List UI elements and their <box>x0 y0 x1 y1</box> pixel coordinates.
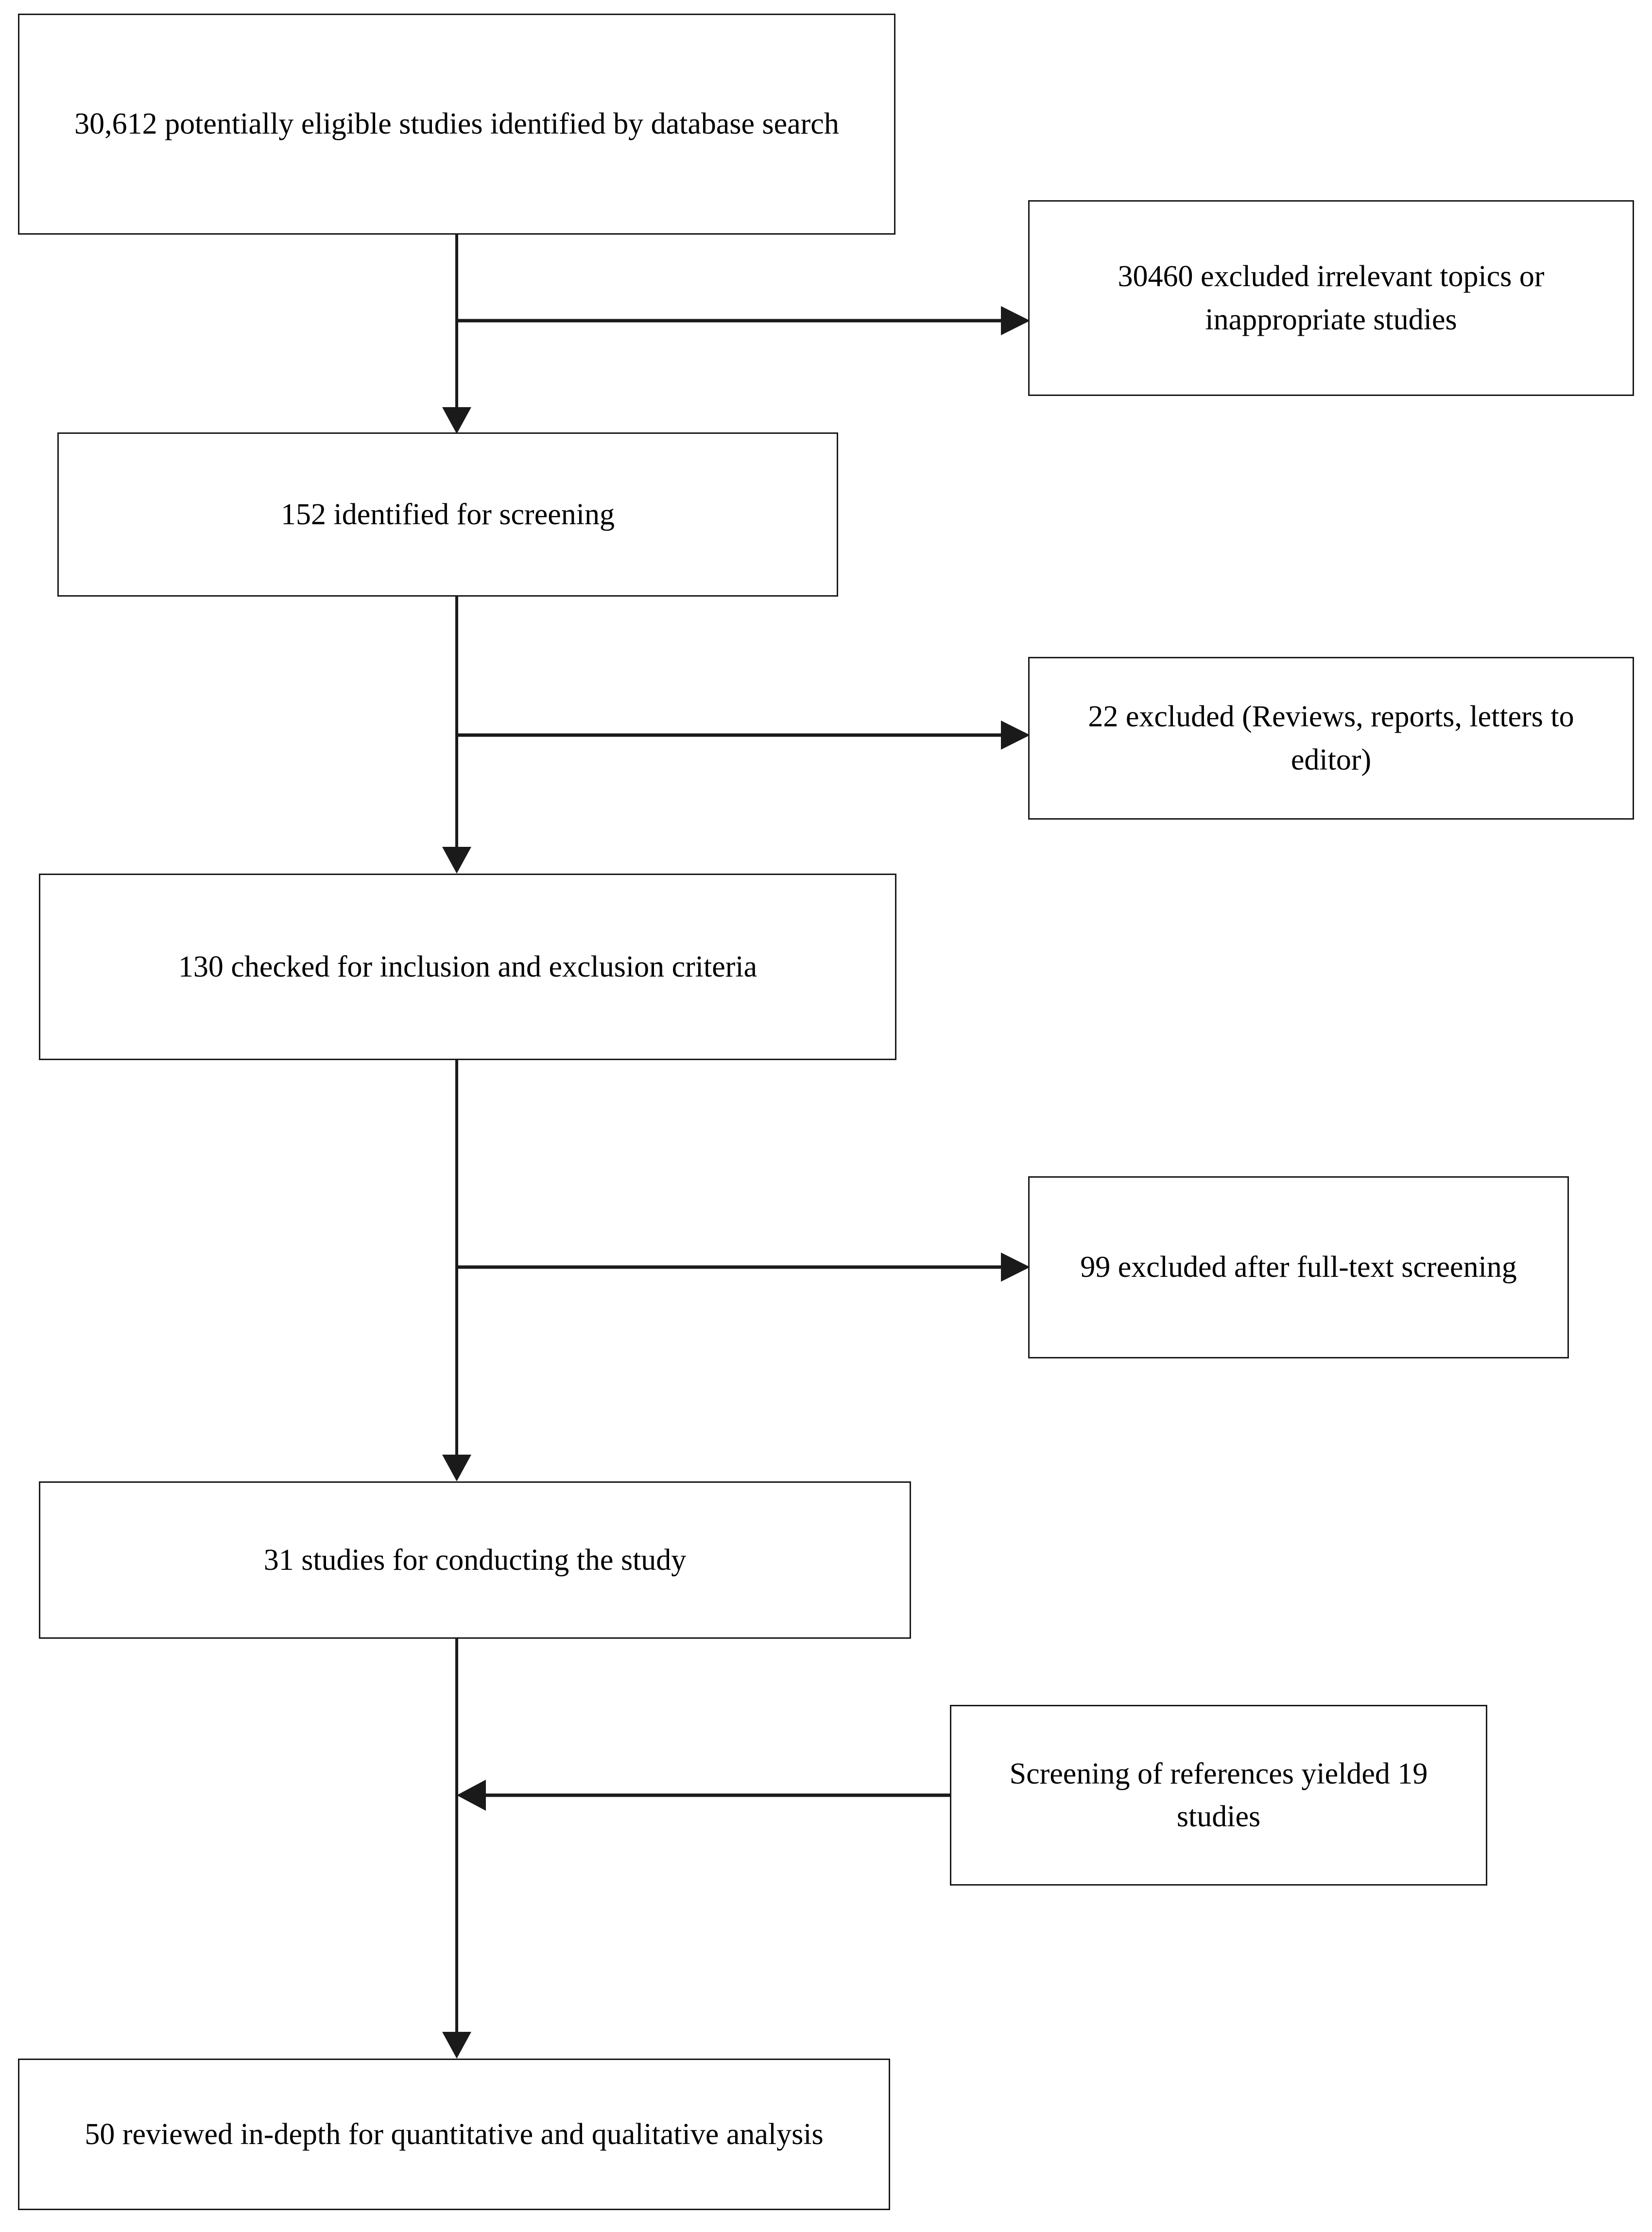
node-excluded-reviews-label: 22 excluded (Reviews, reports, letters t… <box>1088 700 1574 776</box>
node-screening[interactable]: 152 identified for screening <box>57 432 838 597</box>
node-reference-screening-label: Screening of references yielded 19 studi… <box>1009 1757 1428 1833</box>
node-identified[interactable]: 30,612 potentially eligible studies iden… <box>18 14 895 235</box>
node-conducting[interactable]: 31 studies for conducting the study <box>39 1481 911 1639</box>
edge-screening-to-excluded-reviews <box>457 721 1030 750</box>
node-identified-label: 30,612 potentially eligible studies iden… <box>74 107 839 141</box>
node-excluded-reviews[interactable]: 22 excluded (Reviews, reports, letters t… <box>1028 657 1634 820</box>
node-excluded-irrelevant-label: 30460 excluded irrelevant topics or inap… <box>1118 260 1545 336</box>
node-final-review[interactable]: 50 reviewed in-depth for quantitative an… <box>18 2059 890 2210</box>
node-criteria-check-label: 130 checked for inclusion and exclusion … <box>178 950 757 983</box>
node-excluded-irrelevant[interactable]: 30460 excluded irrelevant topics or inap… <box>1028 200 1634 396</box>
edge-identified-to-screening <box>442 235 471 434</box>
node-criteria-check[interactable]: 130 checked for inclusion and exclusion … <box>39 874 896 1060</box>
edge-identified-to-excluded-irrelevant <box>457 306 1030 335</box>
edge-conducting-to-final <box>442 1639 471 2059</box>
node-excluded-fulltext-label: 99 excluded after full-text screening <box>1080 1251 1517 1284</box>
node-screening-label: 152 identified for screening <box>281 498 615 531</box>
edge-references-to-main <box>457 1780 950 1811</box>
edge-screening-to-criteria <box>442 597 471 874</box>
edge-criteria-to-conducting <box>442 1060 471 1481</box>
edge-criteria-to-excluded-fulltext <box>457 1253 1030 1282</box>
node-excluded-fulltext[interactable]: 99 excluded after full-text screening <box>1028 1176 1569 1358</box>
node-conducting-label: 31 studies for conducting the study <box>263 1543 687 1577</box>
node-final-review-label: 50 reviewed in-depth for quantitative an… <box>85 2117 824 2151</box>
node-reference-screening[interactable]: Screening of references yielded 19 studi… <box>950 1705 1487 1886</box>
